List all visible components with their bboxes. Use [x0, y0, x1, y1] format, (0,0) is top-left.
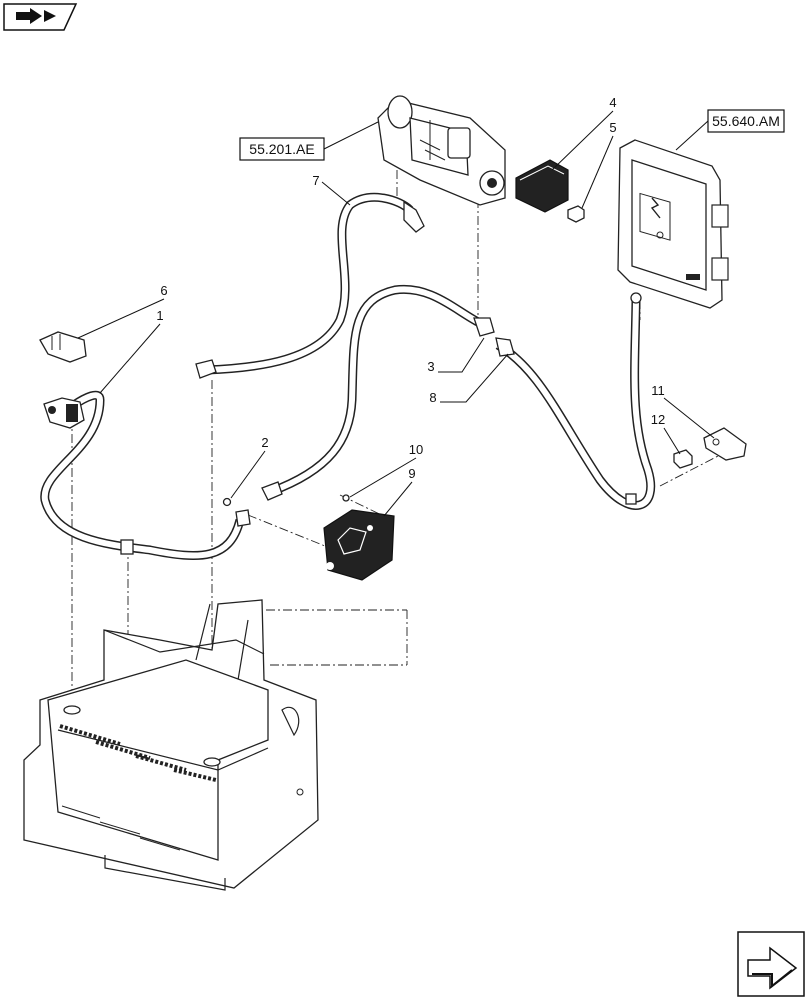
cable-1: [40, 390, 251, 561]
washer-small: [342, 494, 350, 502]
callout-10[interactable]: 10: [409, 442, 423, 457]
starter-motor: [377, 95, 506, 206]
washer: [222, 497, 232, 507]
reference-starter-label: 55.201.AE: [249, 141, 314, 157]
next-page-arrow-icon[interactable]: [737, 931, 805, 997]
callout-11[interactable]: 11: [651, 383, 665, 398]
controller-module: [617, 139, 729, 309]
callout-9[interactable]: 9: [408, 466, 415, 481]
callout-12[interactable]: 12: [651, 412, 665, 427]
battery-disconnect: [323, 509, 395, 581]
battery-terminal-clamp: [43, 397, 85, 429]
cable-3: [261, 284, 495, 501]
callout-1[interactable]: 1: [156, 308, 163, 323]
reference-controller-label: 55.640.AM: [712, 113, 780, 129]
reference-starter[interactable]: 55.201.AE: [239, 121, 379, 161]
cable-clip: [39, 331, 87, 363]
callout-4[interactable]: 4: [609, 95, 616, 110]
battery: [47, 659, 269, 861]
callout-3[interactable]: 3: [427, 359, 434, 374]
callout-7[interactable]: 7: [312, 173, 319, 188]
terminal-cover: [515, 159, 569, 213]
bolt: [673, 449, 693, 469]
reference-controller[interactable]: 55.640.AM: [675, 109, 785, 151]
nut: [567, 205, 585, 223]
cable-7: [195, 192, 425, 379]
callout-5[interactable]: 5: [609, 120, 616, 135]
callout-2[interactable]: 2: [261, 435, 268, 450]
book-arrow-icon[interactable]: [3, 3, 78, 31]
cable-8: [495, 292, 656, 510]
callout-6[interactable]: 6: [160, 283, 167, 298]
callouts: 1 2 3 4 5 6 7 8 9 10 11 12: [77, 95, 715, 517]
callout-8[interactable]: 8: [429, 390, 436, 405]
mounting-bracket: [703, 427, 747, 461]
